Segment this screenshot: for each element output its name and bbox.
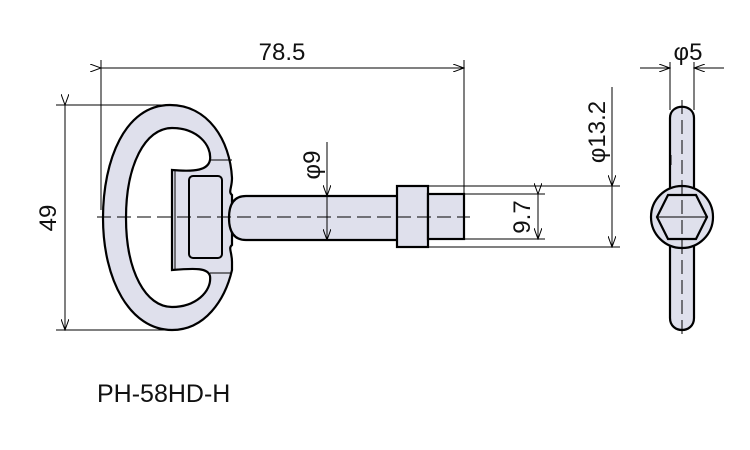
dim-shaft-diameter: φ9 — [299, 142, 327, 240]
end-view — [649, 100, 715, 335]
part-number-label: PH-58HD-H — [97, 380, 231, 408]
dim-collar-diameter: φ13.2 — [428, 87, 620, 247]
dim-tip-width: 9.7 — [464, 194, 545, 239]
svg-text:78.5: 78.5 — [259, 39, 306, 66]
svg-text:9.7: 9.7 — [509, 200, 536, 233]
svg-text:φ5: φ5 — [674, 39, 703, 66]
svg-text:φ9: φ9 — [299, 151, 326, 180]
dim-handle-height: 49 — [35, 105, 172, 330]
dim-overall-length: 78.5 — [101, 39, 464, 210]
dim-end-view-width: φ5 — [640, 39, 724, 110]
svg-text:49: 49 — [35, 205, 62, 232]
key-shaft — [227, 194, 402, 242]
svg-text:φ13.2: φ13.2 — [584, 101, 611, 163]
